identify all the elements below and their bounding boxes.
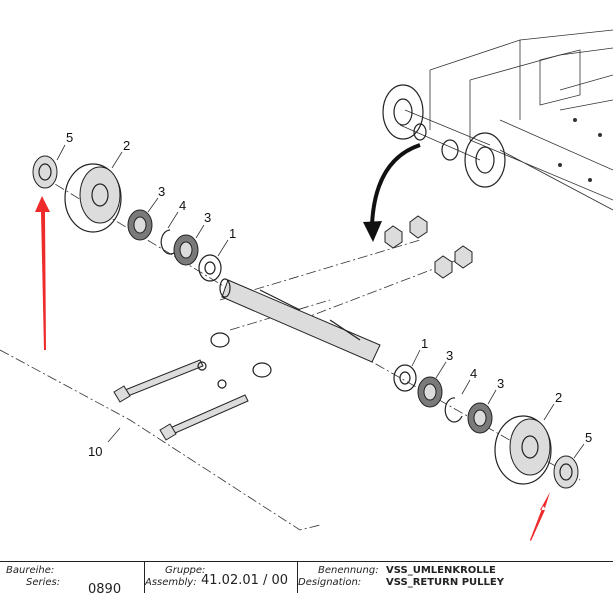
center-lines [0, 174, 581, 531]
callout-left-1: 1 [229, 226, 236, 241]
callout-left-2: 2 [123, 138, 130, 153]
designation-label: Designation: [298, 577, 362, 588]
assembly-cell: Gruppe: Assembly: 41.02.01 / 00 [145, 562, 298, 593]
right-parts [393, 364, 579, 489]
callout-right-5: 5 [585, 430, 592, 445]
callout-right-1: 1 [421, 336, 428, 351]
machine-frame [382, 29, 613, 211]
left-parts [32, 155, 222, 282]
benennung-value: VSS_UMLENKROLLE [386, 565, 496, 576]
series-value: 0890 [88, 582, 122, 597]
shaft [219, 278, 381, 363]
callout-10: 10 [88, 444, 102, 459]
red-arrow-left [35, 196, 50, 350]
designation-value: VSS_RETURN PULLEY [386, 577, 504, 588]
assembly-value: 41.02.01 / 00 [201, 573, 289, 588]
designation-cell: Benennung: Designation: VSS_UMLENKROLLE … [298, 562, 613, 593]
gruppe-label: Gruppe: [165, 565, 206, 576]
baureihe-label: Baureihe: [6, 565, 55, 576]
assembly-arrow [363, 143, 421, 242]
title-block: Baureihe: Series: 0890 Gruppe: Assembly:… [0, 561, 613, 597]
highlight-arrows [35, 196, 550, 541]
benennung-label: Benennung: [318, 565, 379, 576]
series-cell: Baureihe: Series: 0890 [0, 562, 145, 597]
callout-right-4: 4 [470, 366, 477, 381]
callout-right-2: 2 [555, 390, 562, 405]
callout-left-4: 4 [179, 198, 186, 213]
series-label: Series: [26, 577, 61, 588]
exploded-view-drawing: 5 2 3 4 3 1 1 3 4 3 2 5 10 [0, 29, 613, 541]
leader-lines [56, 144, 585, 459]
bolts [113, 215, 473, 441]
callout-left-3b: 3 [204, 210, 211, 225]
callout-right-3b: 3 [497, 376, 504, 391]
callouts: 5 2 3 4 3 1 1 3 4 3 2 5 10 [66, 130, 592, 459]
callout-right-3a: 3 [446, 348, 453, 363]
red-arrow-right [530, 492, 550, 541]
callout-left-5: 5 [66, 130, 73, 145]
assembly-label: Assembly: [145, 577, 197, 588]
callout-left-3a: 3 [158, 184, 165, 199]
